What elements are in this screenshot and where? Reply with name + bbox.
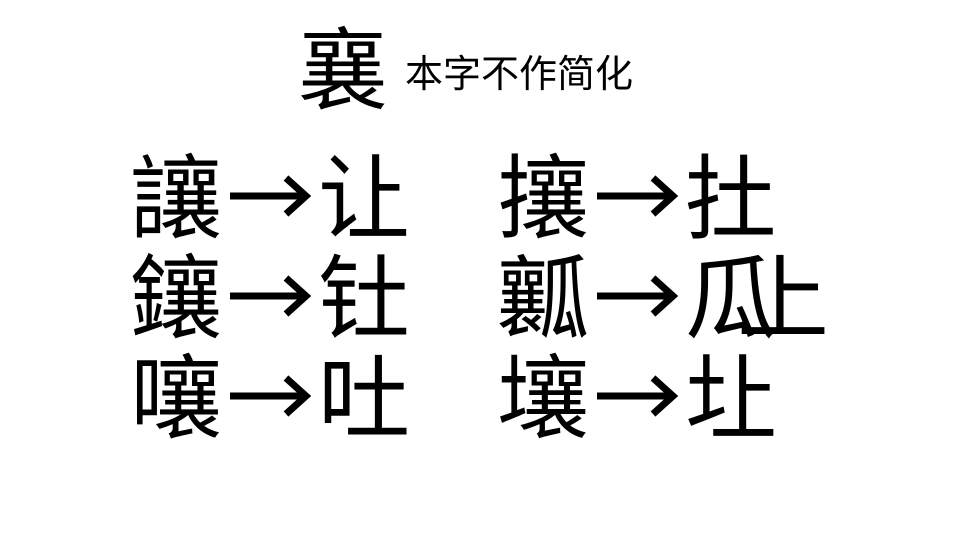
simplification-pair: 壤 圵 xyxy=(497,350,777,450)
simplified-character: 让 xyxy=(318,146,411,253)
traditional-character: 攘 xyxy=(497,146,590,253)
simplification-pair: 攘 扗 xyxy=(497,150,777,250)
right-arrow-icon xyxy=(593,150,681,250)
simplified-character: 瓜上 xyxy=(685,246,829,353)
simplification-pair: 鑲 钍 xyxy=(130,250,410,350)
simplification-pair: 嚷 吐 xyxy=(130,350,410,450)
title-character: 襄 xyxy=(298,19,388,124)
simplification-pair: 讓 让 xyxy=(130,150,410,250)
right-arrow-icon xyxy=(226,250,314,350)
simplified-character: 圵 xyxy=(685,346,778,453)
traditional-character: 壤 xyxy=(497,346,590,453)
simplified-character: 吐 xyxy=(318,346,411,453)
right-arrow-icon xyxy=(593,350,681,450)
traditional-character: 瓤 xyxy=(497,246,590,353)
right-arrow-icon xyxy=(226,150,314,250)
traditional-character: 鑲 xyxy=(130,246,223,353)
simplified-character: 钍 xyxy=(318,246,411,353)
right-arrow-icon xyxy=(226,350,314,450)
right-arrow-icon xyxy=(593,250,681,350)
subtitle-note: 本字不作简化 xyxy=(405,52,634,96)
traditional-character: 讓 xyxy=(130,146,223,253)
simplified-character: 扗 xyxy=(685,146,778,253)
traditional-character: 嚷 xyxy=(130,346,223,453)
simplification-pair: 瓤 瓜上 xyxy=(497,246,829,353)
